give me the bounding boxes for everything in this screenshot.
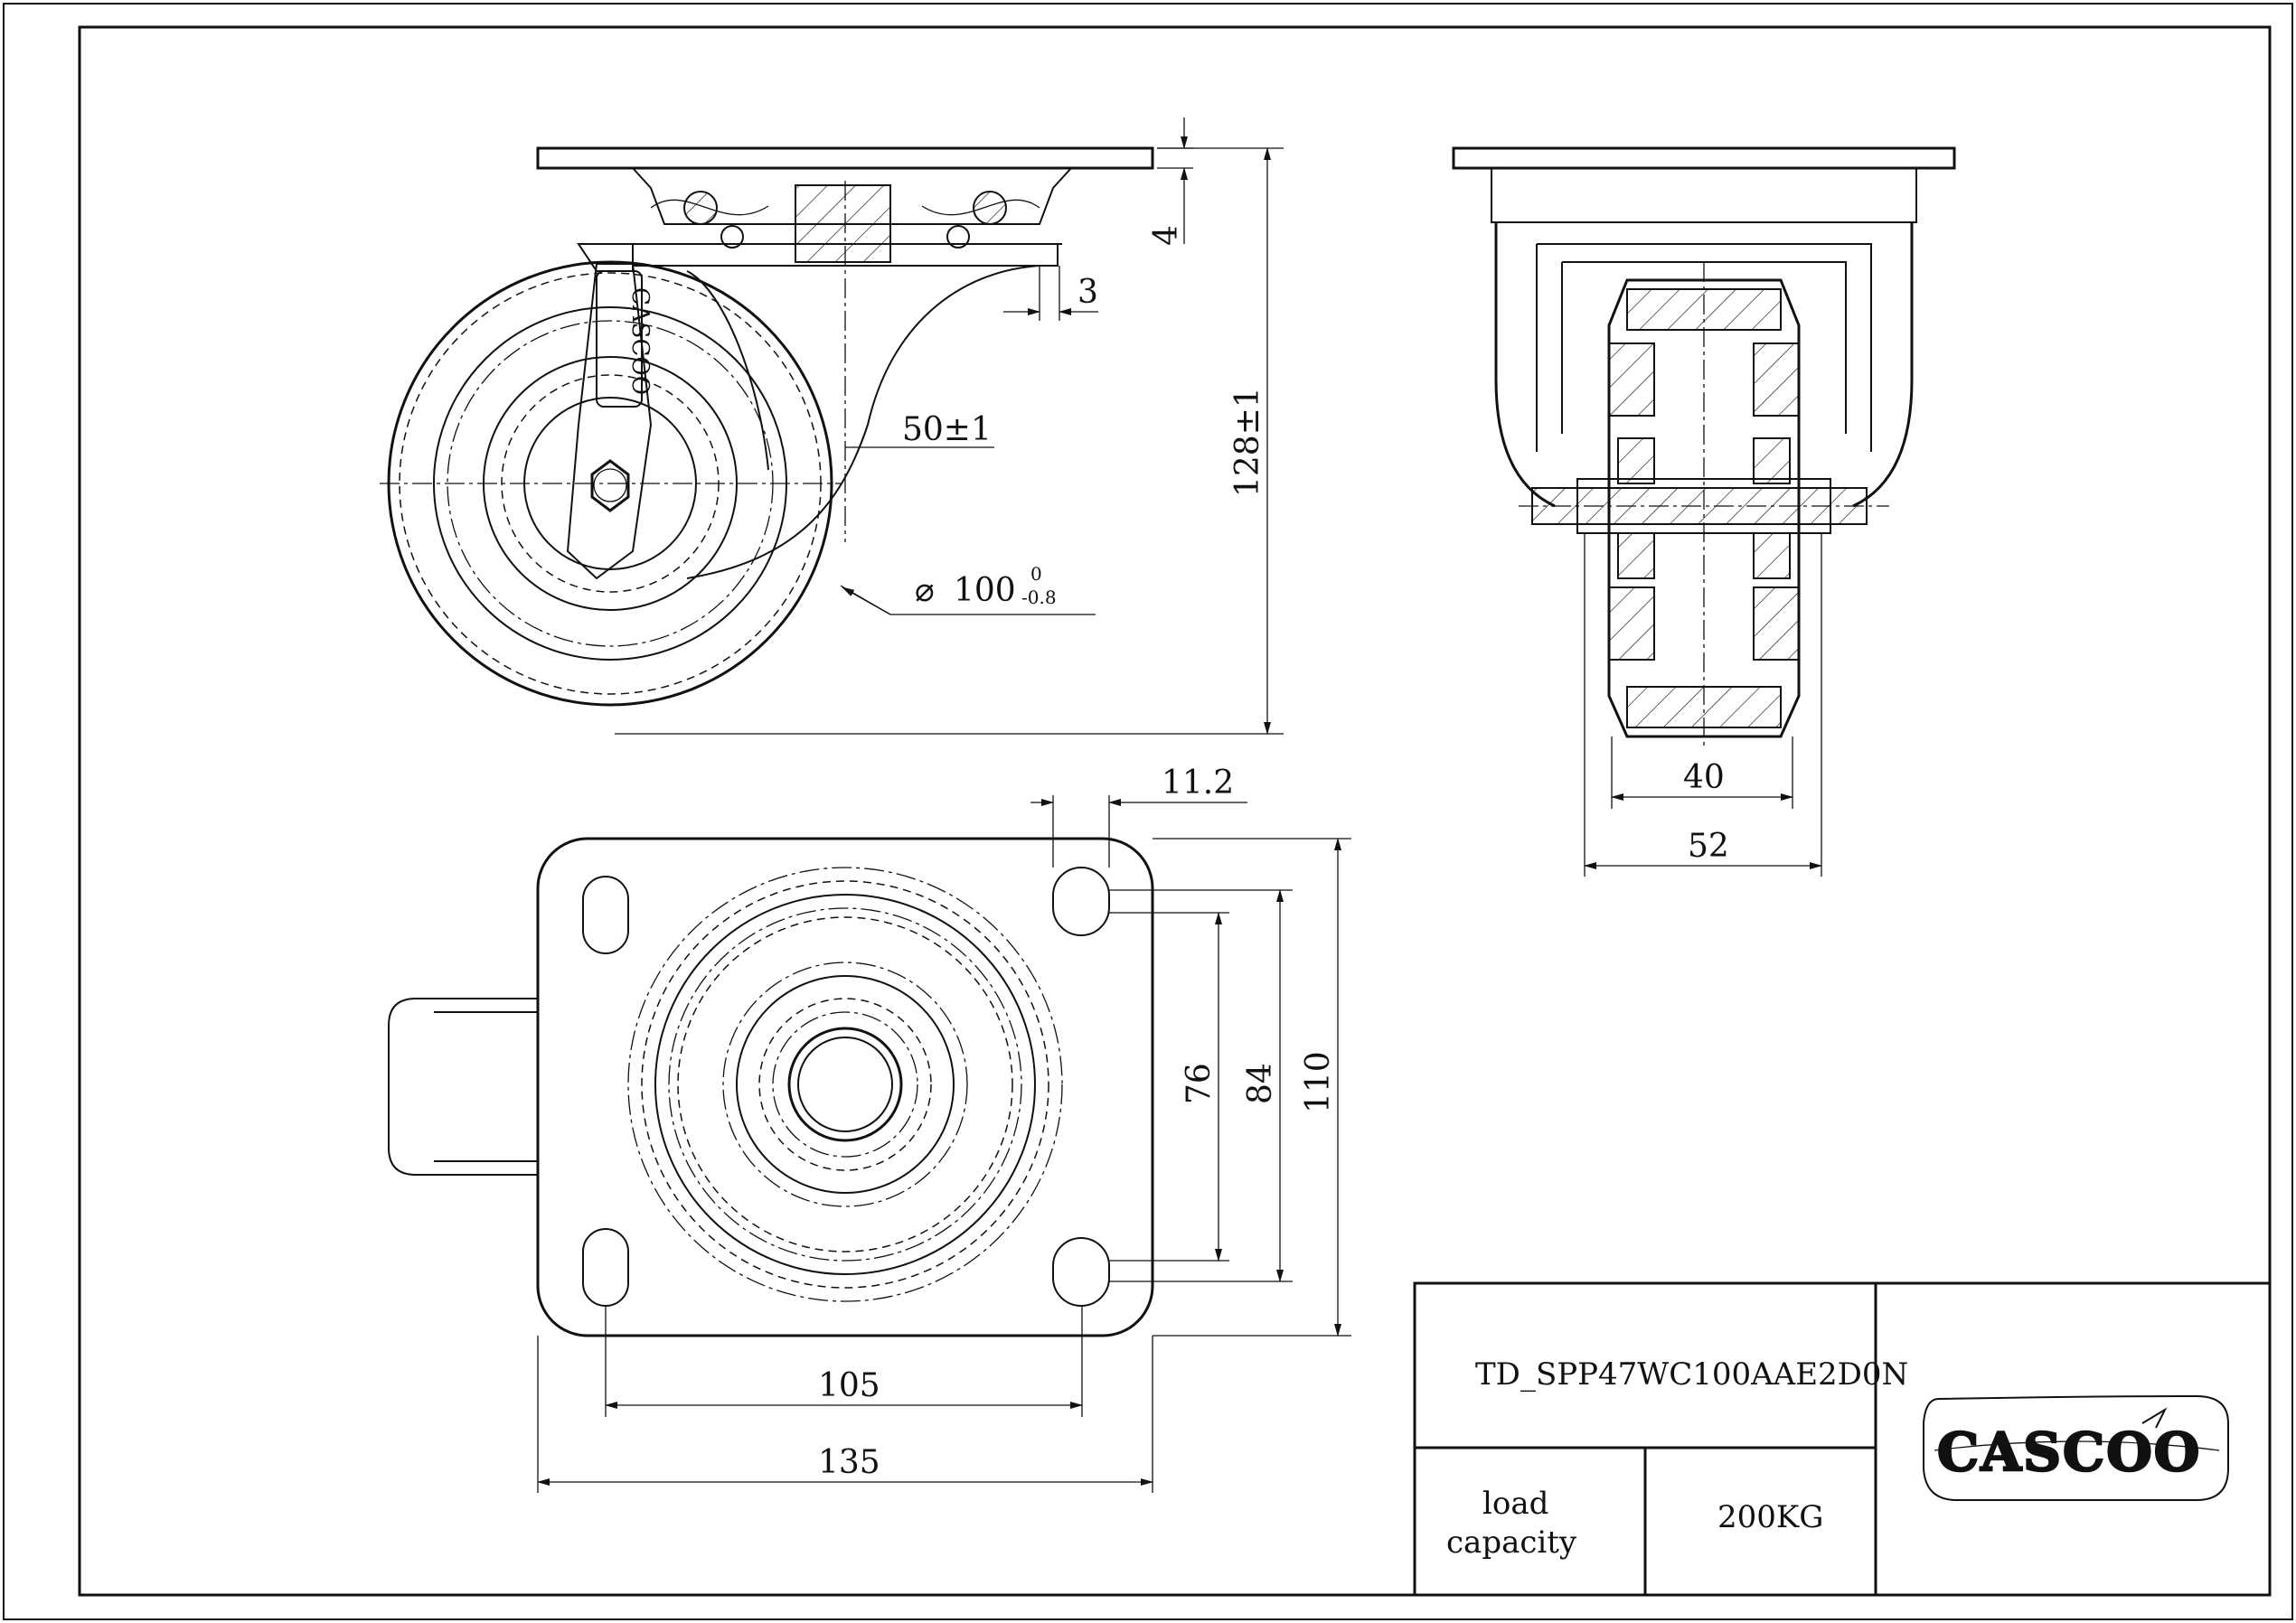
diameter-symbol: ⌀ — [915, 572, 935, 609]
logo-bird-icon — [2141, 1407, 2168, 1429]
front-wheel — [1607, 278, 1801, 738]
dim-hole-spacing-a: 76 — [1181, 1063, 1218, 1104]
front-view: 40 52 — [1452, 146, 1956, 877]
fork-label — [596, 270, 643, 408]
dim-wheel-diameter: 100 — [954, 572, 1016, 609]
dim-plate-width: 110 — [1300, 1051, 1337, 1113]
side-view: CASCOO 4 3 50±1 128±1 — [380, 117, 1284, 735]
slot-bottom-right — [1052, 1237, 1110, 1307]
load-capacity-value: 200KG — [1717, 1499, 1823, 1535]
dim-hole-spacing-c: 105 — [818, 1367, 880, 1404]
title-block: TD_SPP47WC100AAE2D0N load capacity 200KG… — [1413, 1281, 2272, 1597]
front-top-plate — [1452, 146, 1956, 170]
load-capacity-label-2: capacity — [1446, 1524, 1577, 1561]
dim-wheel-width: 40 — [1683, 759, 1725, 796]
top-view: 11.2 76 84 110 105 135 — [388, 765, 1351, 1493]
inner-border — [78, 25, 2272, 1597]
slot-top-left — [582, 876, 629, 954]
dim-hole-spacing-b: 84 — [1242, 1063, 1279, 1104]
part-number: TD_SPP47WC100AAE2D0N — [1475, 1356, 1908, 1393]
fork-logo-text: CASCOO — [626, 287, 654, 395]
dim-swivel-offset: 50±1 — [902, 411, 992, 448]
slot-top-right — [1052, 867, 1110, 936]
dim-wheel-tol-lower: -0.8 — [1021, 586, 1057, 608]
cascoo-logo: CASCOO — [1923, 1394, 2229, 1501]
dim-plate-length: 135 — [818, 1444, 880, 1481]
dim-offset: 3 — [1077, 274, 1098, 311]
dim-hub-length: 52 — [1688, 828, 1729, 865]
dim-plate-thickness: 4 — [1148, 225, 1185, 246]
load-capacity-label-1: load — [1482, 1486, 1548, 1522]
dim-slot-width: 11.2 — [1162, 765, 1234, 802]
outer-border — [3, 3, 2293, 1620]
axle-nut — [590, 459, 630, 512]
dim-wheel-tol-upper: 0 — [1030, 563, 1042, 585]
logo-text: CASCOO — [1937, 1421, 2201, 1483]
top-plate — [536, 146, 1154, 170]
dim-total-height: 128±1 — [1229, 387, 1266, 497]
mounting-plate — [536, 837, 1154, 1337]
slot-bottom-left — [582, 1228, 629, 1307]
